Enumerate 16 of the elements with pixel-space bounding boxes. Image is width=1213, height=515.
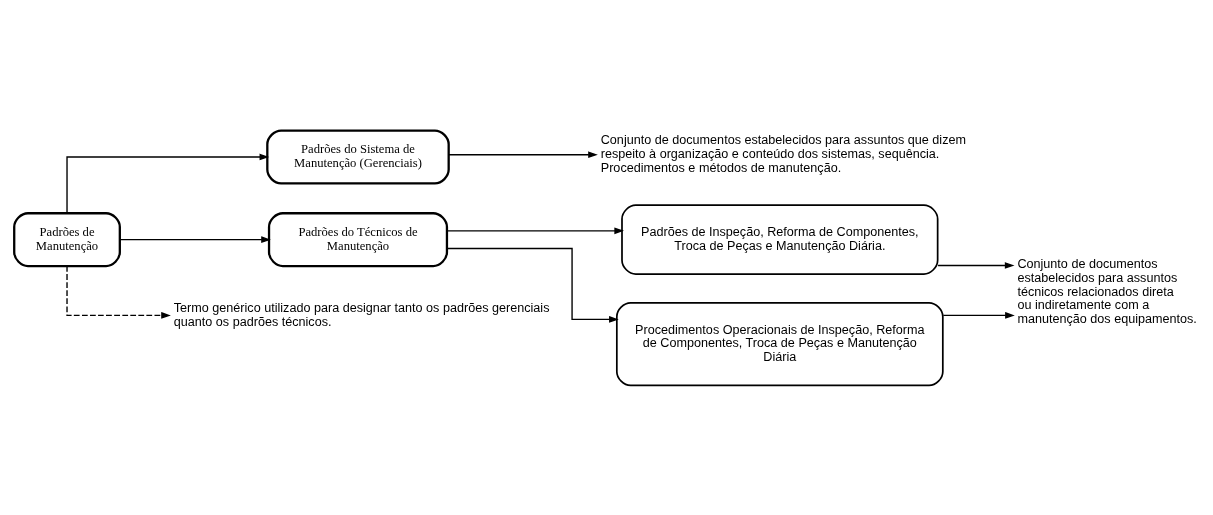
arrow bbox=[446, 226, 624, 234]
node-box: Procedimentos Operacionais de Inspeção, Reforma de Componentes, Troca de Peças e Manutenção Diária bbox=[615, 301, 944, 386]
arrow bbox=[937, 261, 1015, 269]
arrow bbox=[448, 150, 598, 158]
arrow bbox=[119, 235, 271, 243]
node-box: Padrões de Manutenção bbox=[13, 211, 121, 267]
arrow bbox=[66, 153, 270, 214]
node-box: Padrões de Inspeção, Reforma de Componentes, Troca de Peças e Manutenção Diária. bbox=[621, 203, 939, 275]
node-text: Conjunto de documentos estabelecidos para assuntos técnicos relacionados direta ou indiretamente com a manutenção dos equipamentos. bbox=[1017, 256, 1197, 326]
node-box: Padrões do Técnicos de Manutenção bbox=[267, 211, 449, 267]
node-text: Conjunto de documentos estabelecidos para assuntos que dizem respeito à organização e conteúdo dos sistemas, sequência. Procedimentos e métodos de manutenção. bbox=[600, 132, 966, 175]
arrow bbox=[446, 247, 619, 323]
node-box: Padrões do Sistema de Manutenção (Gerenciais) bbox=[266, 128, 450, 185]
node-text: Termo genérico utilizado para designar tanto os padrões gerenciais quanto os padrões técnicos. bbox=[173, 300, 550, 328]
arrow bbox=[942, 311, 1015, 319]
arrow bbox=[66, 264, 171, 319]
